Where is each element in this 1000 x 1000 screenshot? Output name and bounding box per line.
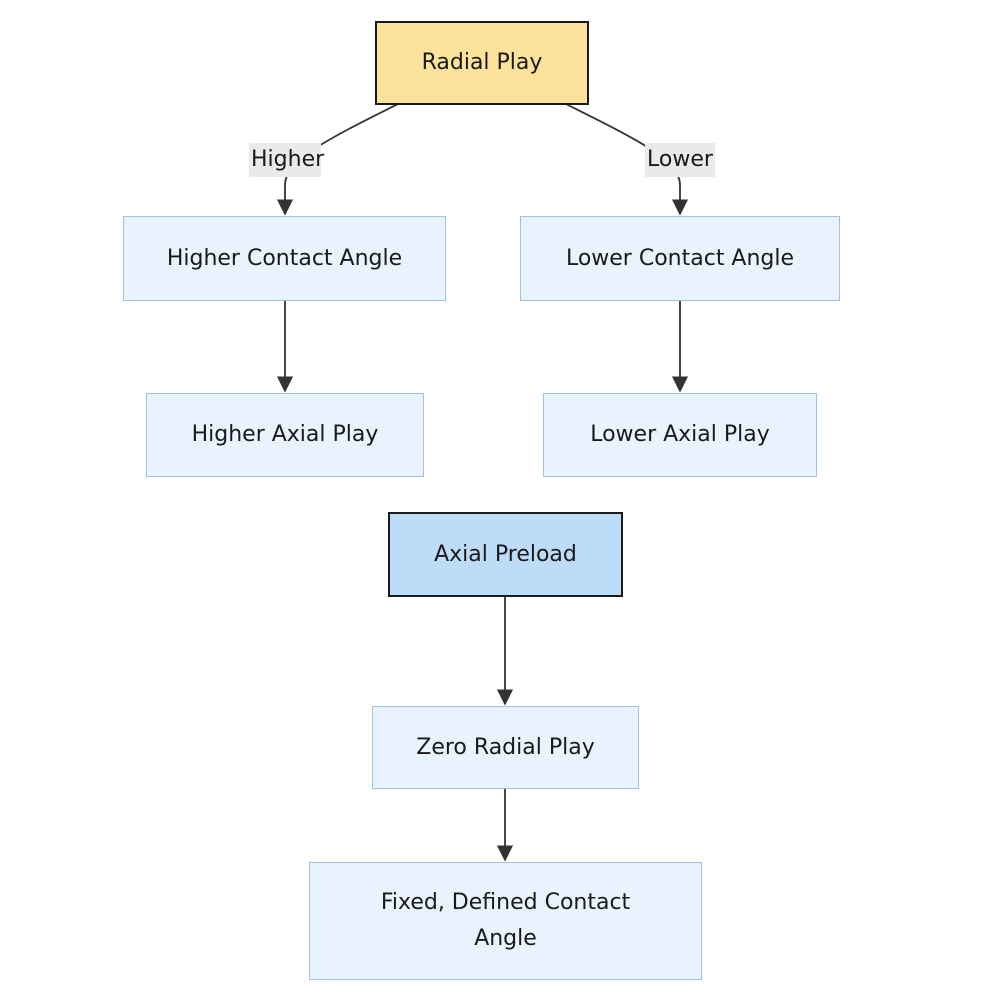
- edge-label-higher: Higher: [249, 143, 324, 177]
- node-fixed-contact-angle-label: Fixed, Defined Contact Angle: [380, 890, 631, 951]
- node-lower-axial-play[interactable]: Lower Axial Play: [543, 393, 817, 477]
- node-higher-axial-play[interactable]: Higher Axial Play: [146, 393, 424, 477]
- node-axial-preload[interactable]: Axial Preload: [388, 512, 623, 597]
- node-higher-contact-angle[interactable]: Higher Contact Angle: [123, 216, 446, 301]
- node-radial-play-label: Radial Play: [421, 50, 543, 75]
- node-higher-contact-angle-label: Higher Contact Angle: [166, 245, 403, 271]
- node-lower-contact-angle-label: Lower Contact Angle: [565, 245, 795, 271]
- node-higher-axial-play-label: Higher Axial Play: [191, 422, 379, 447]
- node-lower-axial-play-label: Lower Axial Play: [590, 422, 770, 447]
- node-zero-radial-play-label: Zero Radial Play: [416, 734, 595, 760]
- edge-label-lower: Lower: [645, 143, 715, 177]
- node-lower-contact-angle[interactable]: Lower Contact Angle: [520, 216, 840, 301]
- node-zero-radial-play[interactable]: Zero Radial Play: [372, 706, 639, 789]
- node-radial-play[interactable]: Radial Play: [375, 21, 589, 105]
- node-fixed-contact-angle[interactable]: Fixed, Defined Contact Angle: [309, 862, 702, 980]
- node-axial-preload-label: Axial Preload: [434, 541, 577, 567]
